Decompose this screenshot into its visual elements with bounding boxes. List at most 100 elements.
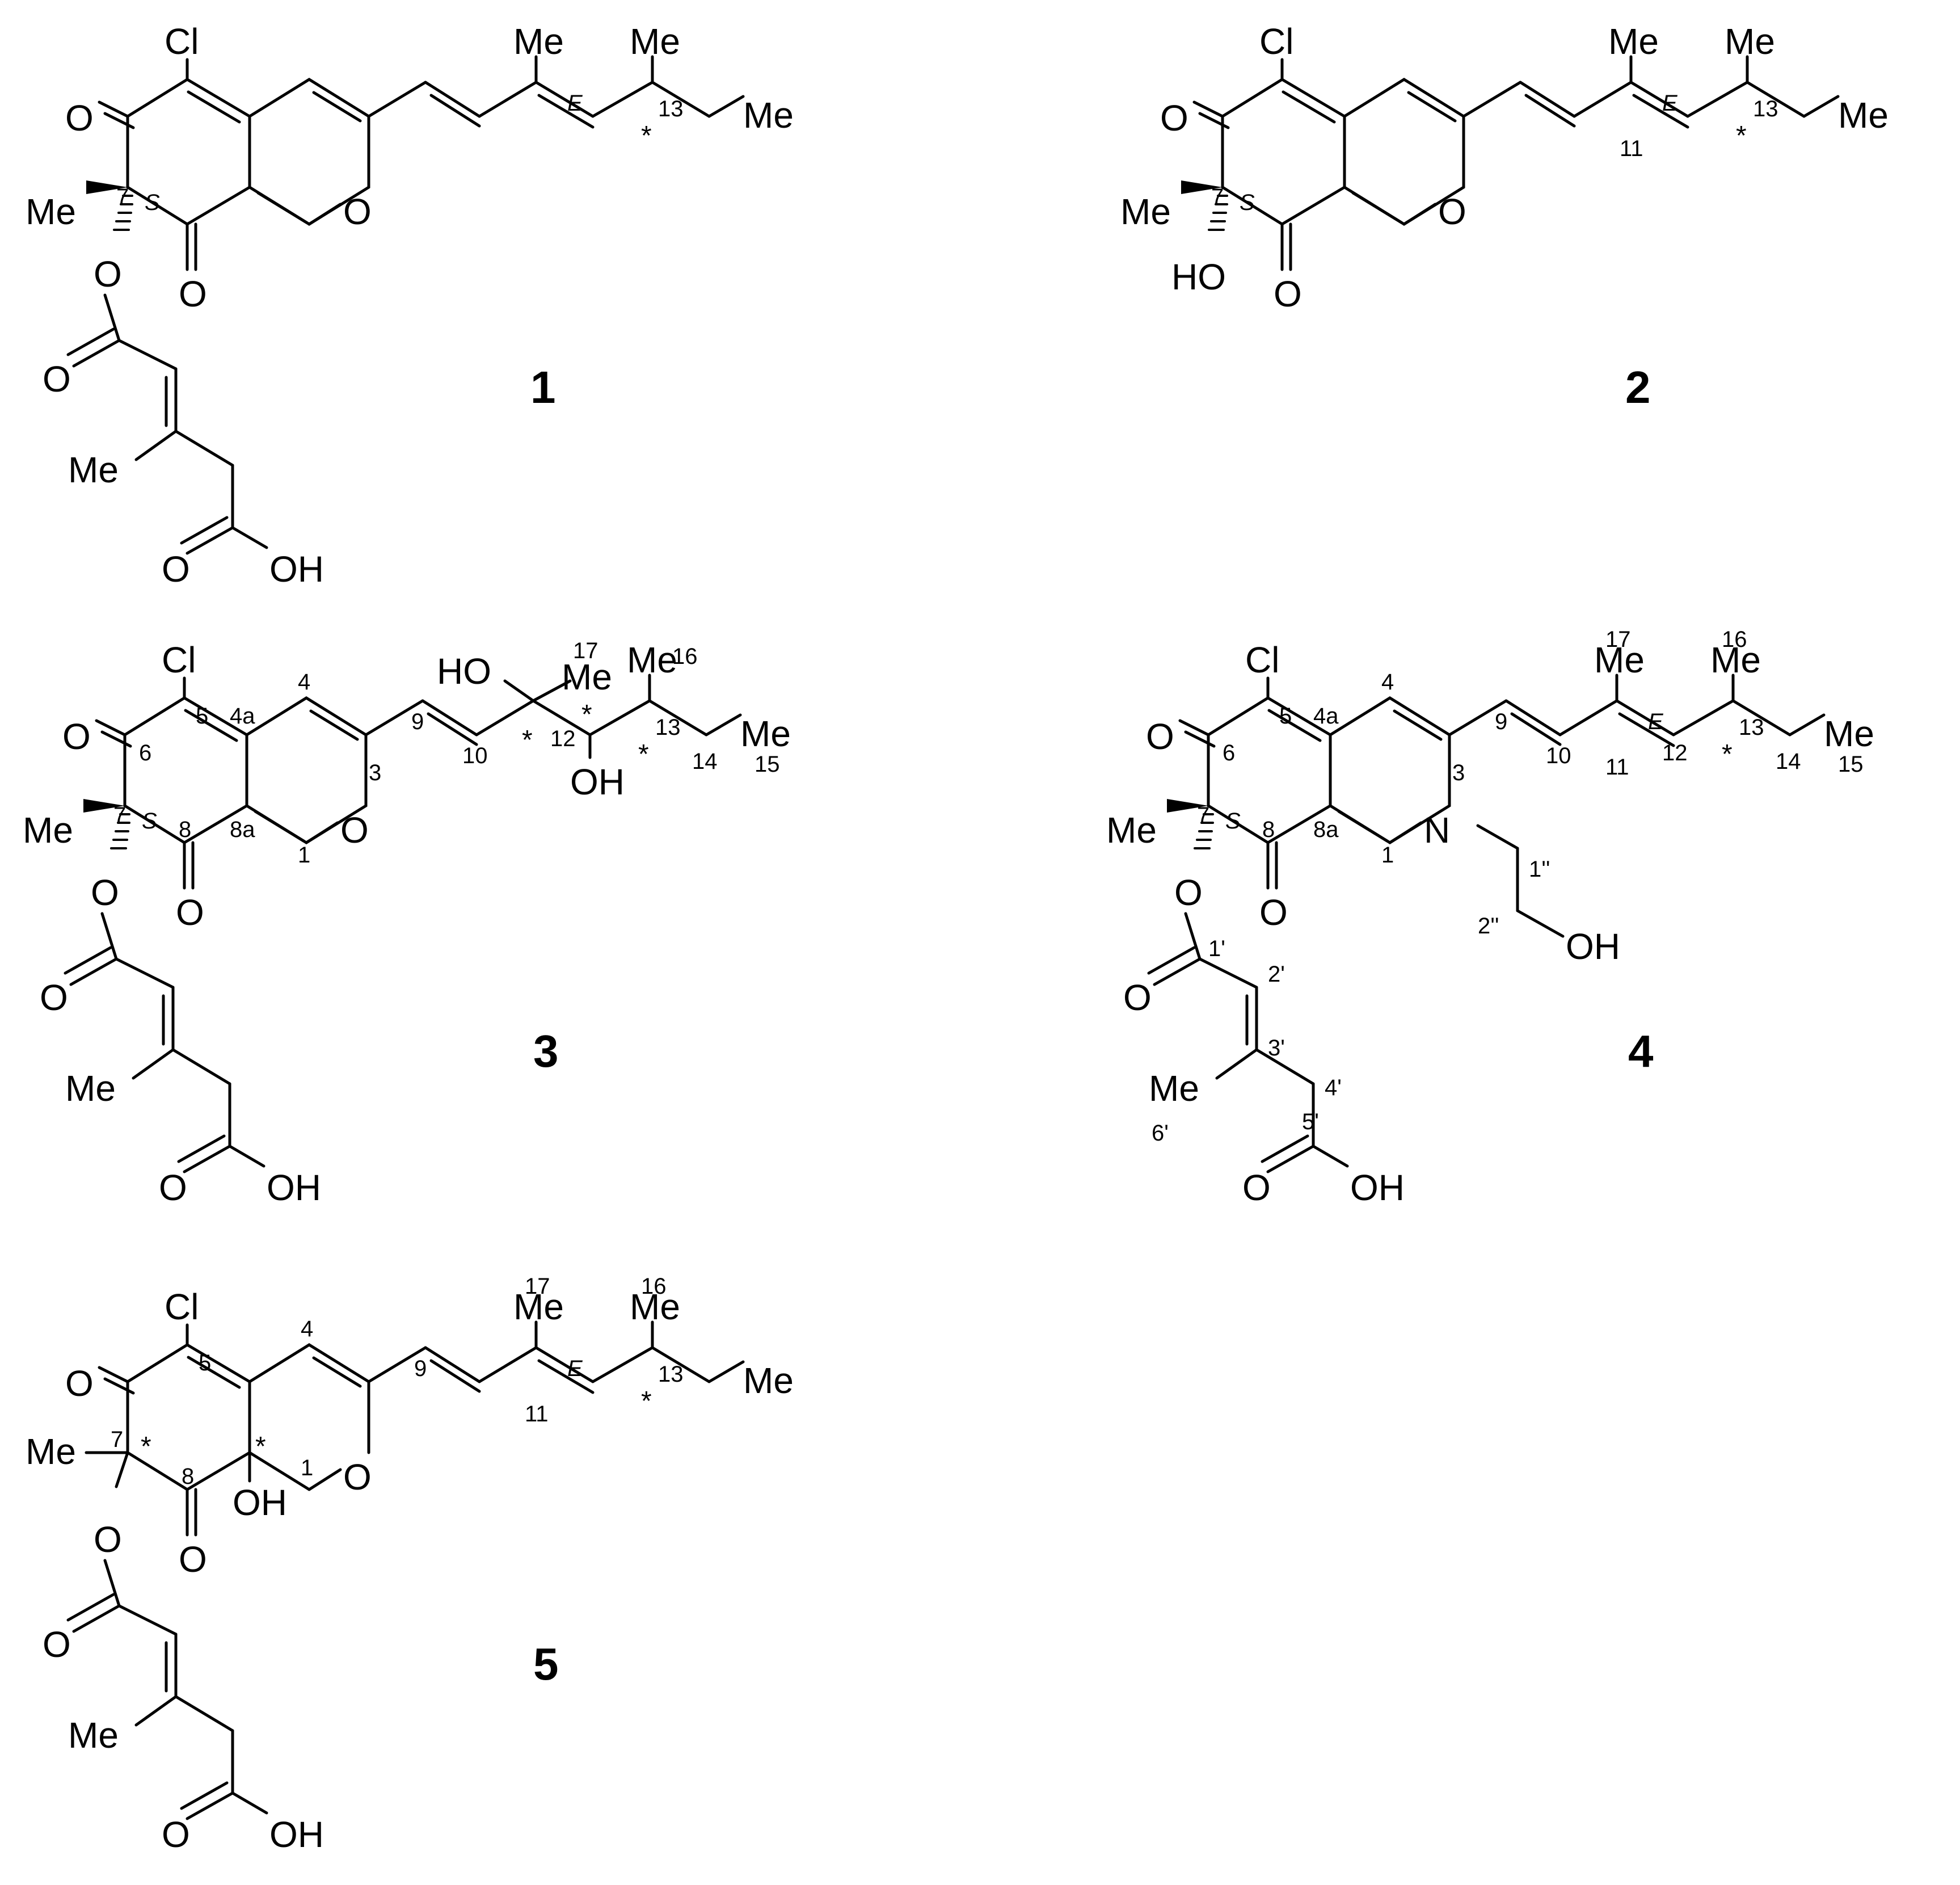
c5-locant-7: 7 [111, 1427, 123, 1452]
c3-atom-oh5p: OH [267, 1167, 321, 1208]
c4-atom-oh5p: OH [1350, 1167, 1405, 1208]
c2-compound-number: 2 [1625, 362, 1651, 413]
compound-4-structure: Cl O O Me N OH Me Me Me O O Me O OH 1 3 … [1106, 627, 1874, 1208]
c5-atom-me16: Me [630, 1286, 680, 1327]
c2-atom-me15: Me [1838, 95, 1889, 136]
c4-compound-number: 4 [1628, 1026, 1654, 1076]
c4-atom-o6: O [1146, 716, 1174, 757]
c5-atom-o5p: O [162, 1814, 190, 1855]
c4-locant-17: 17 [1605, 627, 1631, 652]
c1-compound-number: 1 [530, 362, 556, 413]
c3-atom-me16: Me [627, 639, 677, 680]
c4-locant-6: 6 [1223, 740, 1235, 765]
c1-atom-oh5p: OH [269, 549, 324, 590]
c3-stereo-star-13: * [638, 739, 649, 769]
c3-atom-ho11: HO [437, 651, 491, 692]
c5-locant-1: 1 [301, 1455, 313, 1480]
c1-atom-me15: Me [743, 95, 794, 136]
c3-locant-4: 4 [298, 670, 310, 695]
c5-locant-9: 9 [414, 1356, 427, 1381]
c5-stereo-star-7: * [141, 1432, 151, 1462]
c3-locant-8a: 8a [230, 817, 255, 842]
c3-stereo-s: S [142, 809, 157, 834]
c4-atom-o8: O [1259, 892, 1288, 933]
c5-locant-13: 13 [658, 1362, 684, 1387]
c5-locant-17: 17 [525, 1274, 550, 1299]
c2-atom-o8: O [1274, 274, 1302, 314]
c3-locant-17: 17 [573, 638, 598, 663]
c1-atom-me6p: Me [68, 449, 119, 490]
c1-locant-7: 7 [116, 184, 129, 209]
c4-locant-13: 13 [1739, 715, 1764, 740]
c3-atom-o8: O [176, 892, 204, 933]
c4-atom-me15: Me [1824, 713, 1874, 754]
c4-locant-12: 12 [1662, 740, 1688, 765]
c5-atom-me7: Me [26, 1431, 76, 1472]
c2-stereo-e: E [1662, 91, 1678, 116]
c5-atom-o8: O [179, 1539, 207, 1580]
c3-locant-15: 15 [755, 752, 780, 777]
c2-atom-me11: Me [1608, 21, 1659, 62]
c5-atom-o-pyran: O [343, 1457, 372, 1497]
c1-atom-o-ester: O [94, 254, 122, 294]
c1-atom-me7: Me [26, 191, 76, 232]
c5-atom-me6p: Me [68, 1715, 119, 1756]
c4-locant-3p: 3' [1268, 1036, 1285, 1061]
c4-atom-o5p: O [1242, 1167, 1271, 1208]
c3-atom-cl: Cl [162, 639, 196, 680]
c4-atom-me7: Me [1106, 810, 1157, 851]
c2-atom-ho7: HO [1171, 256, 1226, 297]
c4-locant-15: 15 [1838, 752, 1864, 777]
compound-1-structure: Cl O O Me O O Me Me Me O O OH Me 7 13 S … [26, 21, 794, 590]
c4-atom-cl: Cl [1245, 639, 1279, 680]
c4-locant-4a: 4a [1313, 704, 1339, 729]
c4-locant-1pp: 1'' [1529, 857, 1550, 882]
c4-locant-8a: 8a [1313, 817, 1339, 842]
c3-locant-9: 9 [411, 709, 424, 734]
c3-atom-me15: Me [740, 713, 791, 754]
c4-stereo-e: E [1648, 709, 1664, 734]
c4-atom-me6p: Me [1149, 1068, 1199, 1109]
c3-atom-o1p: O [40, 977, 68, 1018]
compound-3-structure: Cl O O Me O O HO Me OH Me Me O Me O OH 1… [23, 638, 791, 1208]
c5-locant-8: 8 [182, 1464, 194, 1489]
c3-atom-me6p: Me [65, 1068, 116, 1109]
c3-atom-me7: Me [23, 810, 73, 851]
c2-locant-11: 11 [1620, 136, 1643, 161]
c4-locant-9: 9 [1495, 709, 1507, 734]
c5-atom-o-ester: O [94, 1519, 122, 1560]
c3-compound-number: 3 [533, 1026, 559, 1076]
c4-locant-2p: 2' [1268, 962, 1285, 987]
c5-stereo-e: E [567, 1356, 583, 1381]
c5-locant-16: 16 [641, 1274, 667, 1299]
c3-locant-12: 12 [550, 726, 576, 751]
c5-stereo-star-13: * [641, 1386, 652, 1416]
c1-stereo-star: * [641, 121, 652, 151]
c3-stereo-star-12: * [581, 700, 592, 730]
c4-stereo-s: S [1225, 809, 1241, 834]
c2-locant-13: 13 [1753, 96, 1778, 121]
c2-locant-7: 7 [1211, 184, 1224, 209]
c3-atom-o-ester: O [91, 872, 119, 913]
c1-atom-me11: Me [513, 21, 564, 62]
c1-atom-o8: O [179, 274, 207, 314]
c3-stereo-star-11: * [522, 725, 533, 755]
c5-atom-cl: Cl [165, 1286, 199, 1327]
c5-atom-oh8a: OH [233, 1482, 287, 1523]
c1-atom-cl: Cl [165, 21, 199, 62]
c1-stereo-e: E [567, 91, 583, 116]
c3-atom-oh12: OH [570, 761, 625, 802]
c5-atom-oh5p: OH [269, 1814, 324, 1855]
c4-locant-16: 16 [1722, 627, 1747, 652]
c4-locant-5p: 5' [1302, 1109, 1319, 1134]
c5-compound-number: 5 [533, 1639, 559, 1689]
c3-locant-16: 16 [672, 644, 698, 669]
c3-locant-13: 13 [655, 715, 681, 740]
c2-atom-o-pyran: O [1438, 191, 1466, 232]
c3-atom-o5p: O [159, 1167, 187, 1208]
c4-locant-11: 11 [1605, 755, 1629, 780]
c3-locant-7: 7 [113, 803, 126, 828]
c4-locant-1p: 1' [1208, 936, 1225, 961]
